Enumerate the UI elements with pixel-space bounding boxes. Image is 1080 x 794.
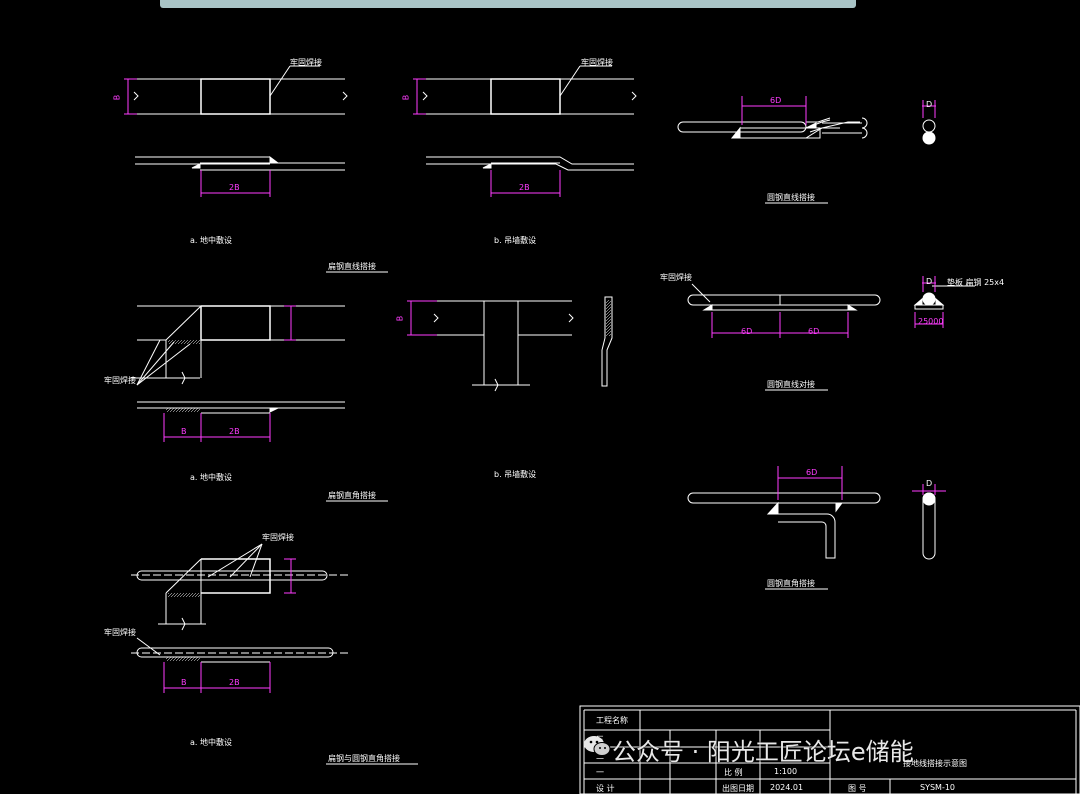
detail-2-dim-b: B [401, 94, 411, 101]
round-2-dim-d: D [926, 277, 933, 286]
detail-1-dim-b: B [112, 94, 122, 101]
round-2-dim-6d-b: 6D [808, 327, 820, 336]
tb-drawing-no-label: 图 号 [848, 784, 867, 793]
round-1-dims [741, 96, 936, 125]
tb-drawing-no: SYSM-10 [920, 783, 956, 792]
detail-3-caption: a. 地中敷设 [190, 473, 232, 482]
detail-2-elevation [426, 156, 634, 171]
detail-3-dim-2b: 2B [229, 427, 240, 436]
title-block [579, 705, 1080, 794]
round-1-dim-d: D [926, 100, 933, 109]
round-2-weld-label: 牢固焊接 [660, 273, 692, 282]
detail-2-caption: b. 吊墙敷设 [494, 236, 537, 245]
detail-3-dim-side [284, 305, 296, 341]
detail-5-weld-label-2: 牢固焊接 [104, 628, 136, 637]
detail-5-dim-b: B [181, 678, 187, 687]
tb-row2: 二 [596, 752, 604, 761]
detail-4-dim-b: B [395, 315, 405, 322]
title-flat-round: 扁钢与圆钢直角搭接 [328, 754, 400, 763]
detail-2-dim-2b [490, 170, 561, 197]
detail-4-side [601, 296, 613, 387]
detail-5-elevation [131, 637, 350, 663]
title-flat-straight: 扁钢直线搭接 [328, 262, 376, 271]
round-3-dims [777, 466, 946, 500]
detail-5-dim-2b: 2B [229, 678, 240, 687]
round-2-drawing [687, 283, 975, 311]
detail-1-elevation [135, 156, 345, 171]
detail-5-plan [131, 543, 350, 631]
round-3-dim-6d: 6D [806, 468, 818, 477]
detail-1-plan [133, 65, 348, 115]
tb-scale-label: 比 例 [724, 768, 743, 777]
detail-3-weld-label: 牢固焊接 [104, 376, 136, 385]
detail-3-plan [130, 305, 345, 386]
tb-design: 设 计 [596, 784, 615, 793]
detail-5-caption: a. 地中敷设 [190, 738, 232, 747]
round-2-dim-6d-a: 6D [741, 327, 753, 336]
detail-1-dim-b [124, 78, 137, 115]
detail-3-dim-b: B [181, 427, 187, 436]
detail-5-weld-label: 牢固焊接 [262, 533, 294, 542]
round-3-drawing [687, 492, 936, 560]
detail-2-plan [422, 65, 637, 115]
detail-4-caption: b. 吊墙敷设 [494, 470, 537, 479]
watermark-text: 公众号 · 阳光工匠论坛e储能 [612, 738, 914, 766]
tb-row1: 一 [596, 768, 604, 777]
tb-project-label: 工程名称 [596, 716, 628, 725]
detail-1-weld-label: 牢固焊接 [290, 58, 322, 67]
round-1-drawing [677, 117, 936, 145]
detail-3-dims [163, 413, 271, 442]
tb-scale-value: 1:100 [774, 767, 798, 776]
detail-1-dim-2b: 2B [229, 183, 240, 192]
detail-2-weld-label: 牢固焊接 [581, 58, 613, 67]
tb-date-label: 出图日期 [722, 784, 754, 793]
round-1-dim-6d: 6D [770, 96, 782, 105]
detail-2-dim-2b: 2B [519, 183, 530, 192]
tb-drawing-title: 接地线搭接示意图 [903, 759, 967, 768]
detail-1-dim-2b [200, 170, 271, 197]
round-2-dims [711, 276, 944, 338]
detail-5-dims [163, 662, 271, 693]
round-2-plate-label: 垫板 扁钢 25x4 [947, 278, 1005, 287]
detail-4-dim-b [407, 300, 437, 336]
detail-1-caption: a. 地中敷设 [190, 236, 232, 245]
detail-5-dim-side [284, 558, 296, 594]
round-3-title: 圆钢直角搭接 [767, 579, 815, 588]
tb-date-value: 2024.01 [770, 783, 804, 792]
window-top-bar [160, 0, 856, 8]
detail-4-plan [433, 300, 574, 392]
round-1-title: 圆钢直线搭接 [767, 193, 815, 202]
detail-2-dim-b [413, 78, 426, 115]
round-2-dim-plate: 25000 [918, 317, 944, 326]
detail-3-elevation [137, 401, 345, 414]
title-flat-corner: 扁钢直角搭接 [328, 491, 376, 500]
wechat-icon [584, 736, 611, 756]
round-3-dim-d: D [926, 479, 933, 488]
round-2-title: 圆钢直线对接 [767, 380, 815, 389]
